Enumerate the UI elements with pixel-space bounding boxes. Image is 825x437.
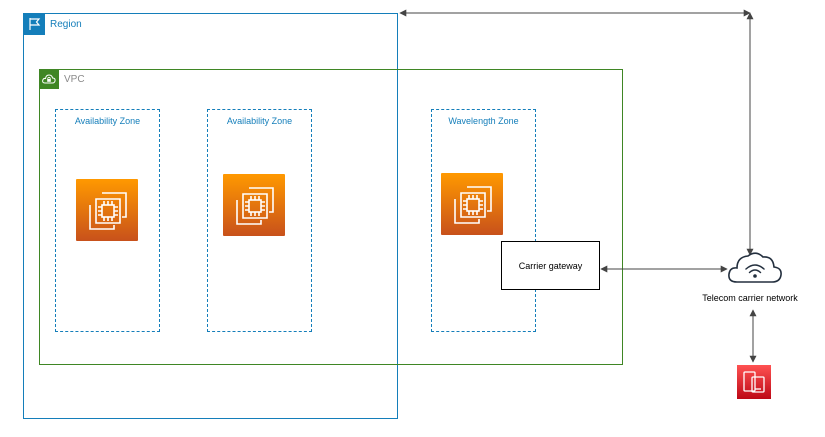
vpc-boundary: [39, 69, 623, 365]
wireless-cloud-icon: [727, 248, 783, 286]
flag-icon: [23, 13, 45, 35]
carrier-gateway: Carrier gateway: [501, 241, 600, 290]
region-boundary: [23, 13, 398, 419]
availability-zone-1: Availability Zone: [55, 109, 160, 332]
wavelength-zone: Wavelength Zone: [431, 109, 536, 332]
availability-zone-2: Availability Zone: [207, 109, 312, 332]
region-label: Region: [50, 19, 82, 30]
carrier-gateway-label: Carrier gateway: [518, 260, 583, 271]
mobile-device-icon: [737, 365, 771, 399]
vpc-label: VPC: [64, 74, 85, 85]
zone-label: Availability Zone: [74, 116, 141, 126]
cloud-lock-icon: [39, 69, 59, 89]
telecom-network-label: Telecom carrier network: [702, 293, 798, 303]
ec2-instance-icon: [441, 173, 503, 235]
ec2-instance-icon: [76, 179, 138, 241]
ec2-instance-icon: [223, 174, 285, 236]
zone-label: Wavelength Zone: [448, 116, 519, 126]
zone-label: Availability Zone: [226, 116, 293, 126]
